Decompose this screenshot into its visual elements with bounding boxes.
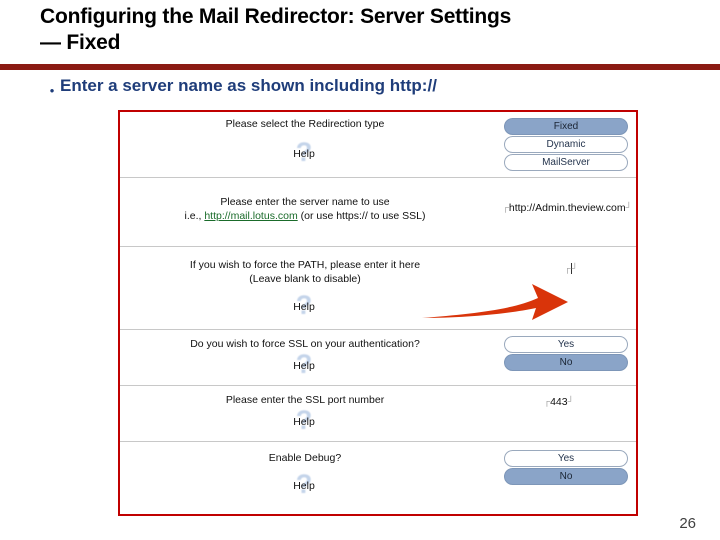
- section-force-ssl: Do you wish to force SSL on your authent…: [120, 330, 636, 386]
- help-label: Help: [293, 301, 315, 313]
- page-title-line2: — Fixed: [40, 31, 121, 55]
- field-close-marker: ┘: [567, 396, 574, 406]
- option-dynamic[interactable]: Dynamic: [504, 136, 628, 153]
- option-ssl-no[interactable]: No: [504, 354, 628, 371]
- field-open-marker: ┌: [543, 396, 551, 406]
- server-name-example-suffix: (or use https:// to use SSL): [297, 209, 426, 222]
- help-label: Help: [293, 148, 315, 160]
- force-ssl-label: Do you wish to force SSL on your authent…: [190, 338, 420, 350]
- help-redirection-type[interactable]: ? Help: [272, 139, 336, 166]
- question-mark-icon: ?: [295, 290, 313, 320]
- help-label: Help: [293, 480, 315, 492]
- help-ssl-port[interactable]: ? Help: [272, 407, 336, 434]
- server-name-example-link[interactable]: http://mail.lotus.com: [204, 209, 298, 222]
- redirection-type-options: Fixed Dynamic MailServer: [504, 118, 628, 172]
- title-divider-rule: [0, 64, 720, 70]
- help-enable-debug[interactable]: ? Help: [272, 471, 336, 498]
- option-debug-no[interactable]: No: [504, 468, 628, 485]
- help-force-ssl[interactable]: ? Help: [272, 351, 336, 378]
- enable-debug-options: Yes No: [504, 450, 628, 486]
- force-path-label-line1: If you wish to force the PATH, please en…: [189, 259, 421, 271]
- server-name-input[interactable]: ┌http://Admin.theview.com┘: [502, 202, 632, 214]
- option-debug-yes[interactable]: Yes: [504, 450, 628, 467]
- field-close-marker: ┘: [625, 202, 632, 212]
- redirection-type-label: Please select the Redirection type: [225, 118, 385, 130]
- option-mailserver[interactable]: MailServer: [504, 154, 628, 171]
- text-caret: [570, 263, 572, 274]
- force-path-label: If you wish to force the PATH, please en…: [120, 259, 490, 286]
- server-name-example-prefix: i.e.,: [184, 209, 205, 222]
- section-ssl-port: Please enter the SSL port number ? Help …: [120, 386, 636, 442]
- question-mark-icon: ?: [295, 469, 313, 499]
- server-name-value: http://Admin.theview.com: [508, 202, 626, 214]
- page-number: 26: [679, 515, 696, 532]
- page-title: Configuring the Mail Redirector: Server …: [40, 4, 700, 56]
- field-close-marker: ┘: [571, 263, 578, 273]
- bullet-row: • Enter a server name as shown including…: [44, 76, 694, 97]
- ssl-port-input[interactable]: ┌443┘: [544, 396, 574, 408]
- force-path-input[interactable]: ┌┘: [564, 263, 578, 275]
- server-name-label: Please enter the server name to use i.e.…: [120, 196, 490, 223]
- question-mark-icon: ?: [295, 405, 313, 435]
- question-mark-icon: ?: [295, 137, 313, 167]
- server-name-label-line1: Please enter the server name to use: [220, 196, 390, 208]
- help-label: Help: [293, 416, 315, 428]
- section-force-path: If you wish to force the PATH, please en…: [120, 247, 636, 330]
- bullet-marker-icon: •: [49, 83, 55, 98]
- help-label: Help: [293, 360, 315, 372]
- option-ssl-yes[interactable]: Yes: [504, 336, 628, 353]
- ssl-port-value: 443: [550, 396, 568, 408]
- embedded-screenshot: Please select the Redirection type ? Hel…: [118, 110, 638, 516]
- bullet-text: Enter a server name as shown including h…: [60, 76, 437, 95]
- section-enable-debug: Enable Debug? ? Help Yes No: [120, 442, 636, 510]
- help-force-path[interactable]: ? Help: [272, 292, 336, 319]
- server-name-label-line2: i.e., http://mail.lotus.com (or use http…: [120, 210, 490, 224]
- field-open-marker: ┌: [502, 202, 509, 212]
- enable-debug-label: Enable Debug?: [268, 452, 342, 464]
- section-redirection-type: Please select the Redirection type ? Hel…: [120, 112, 636, 178]
- page-title-line1: Configuring the Mail Redirector: Server …: [40, 5, 512, 28]
- option-fixed[interactable]: Fixed: [504, 118, 628, 135]
- ssl-port-label: Please enter the SSL port number: [225, 394, 385, 406]
- section-server-name: Please enter the server name to use i.e.…: [120, 178, 636, 247]
- force-path-label-line2: (Leave blank to disable): [249, 272, 361, 285]
- question-mark-icon: ?: [295, 349, 313, 379]
- field-open-marker: ┌: [564, 263, 571, 273]
- force-ssl-options: Yes No: [504, 336, 628, 372]
